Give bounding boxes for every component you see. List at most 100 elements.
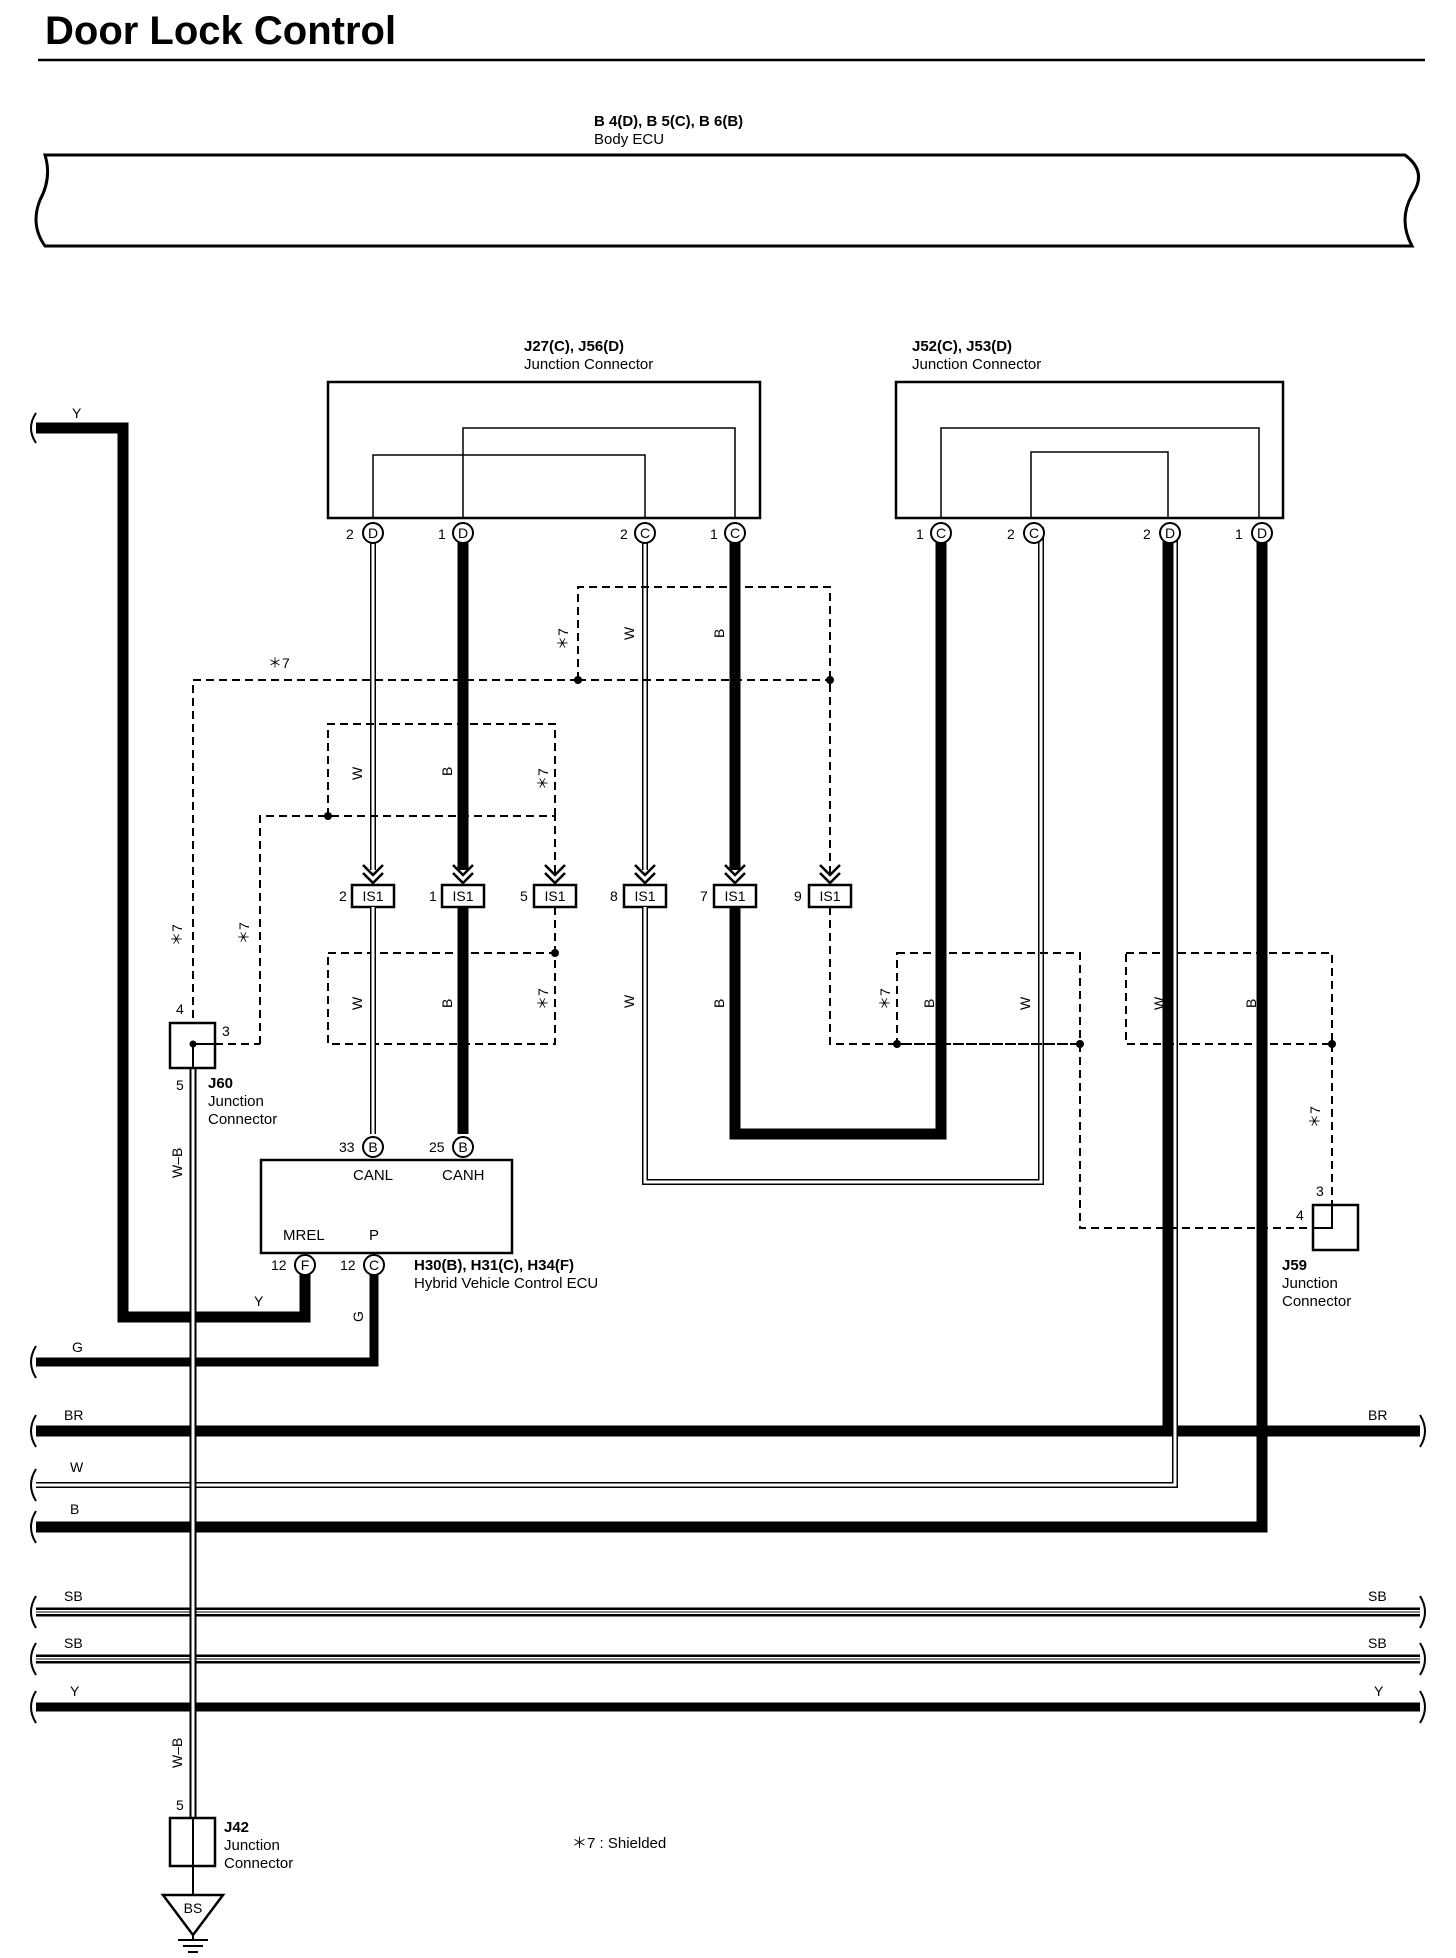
j42-code: J42 <box>224 1819 249 1836</box>
shield-line-j60-4 <box>192 679 578 1044</box>
svg-text:5: 5 <box>520 888 528 904</box>
splice-dot <box>324 812 332 820</box>
splice-dot <box>574 676 582 684</box>
svg-text:1: 1 <box>438 526 446 542</box>
hv-ecu-label-p: P <box>369 1227 379 1244</box>
shield-line-j60-3 <box>259 815 556 1044</box>
j59-pin-4: 4 <box>1296 1207 1304 1223</box>
break-mark <box>1419 1414 1426 1448</box>
svg-text:D: D <box>1165 525 1175 541</box>
is1-pin-9: IS1 9 <box>794 864 853 909</box>
jc2-name: Junction Connector <box>912 356 1041 373</box>
jc1-box <box>326 380 762 520</box>
shield-box-mid <box>896 952 1081 1045</box>
shield-box-lower-left <box>327 952 556 1045</box>
wire-sb-1-label-left: SB <box>64 1588 83 1604</box>
wire-b-label-shield: B <box>921 999 937 1008</box>
jc2-box <box>894 380 1285 520</box>
is1-row: IS1 2 IS1 1 IS1 5 IS1 8 IS1 7 <box>339 864 853 909</box>
j42-pin-5: 5 <box>176 1797 184 1813</box>
j60-internal <box>192 1043 215 1068</box>
shield-label-6: ＊7 <box>535 988 551 1010</box>
j59-pin-3: 3 <box>1316 1183 1324 1199</box>
svg-text:B: B <box>458 1139 467 1155</box>
wire-w-label-shield: W <box>1017 996 1033 1010</box>
svg-text:IS1: IS1 <box>544 888 565 904</box>
shield-label-7: ＊7 <box>877 988 893 1010</box>
j60-line2: Connector <box>208 1111 277 1128</box>
wire-b-label-right: B <box>1243 999 1259 1008</box>
ground-icon <box>178 1935 208 1953</box>
wire-y-bottom-label-left: Y <box>70 1683 80 1699</box>
svg-text:33: 33 <box>339 1139 355 1155</box>
break-mark <box>30 1595 37 1629</box>
is1-pin-1: IS1 1 <box>429 864 486 909</box>
wire-w-inner <box>36 527 1177 1487</box>
shield-label-8: ＊7 <box>1307 1106 1323 1128</box>
j59-line2: Connector <box>1282 1293 1351 1310</box>
jc1-name: Junction Connector <box>524 356 653 373</box>
splice-dot <box>1328 1040 1336 1048</box>
is1-pin-7: IS1 7 <box>700 864 758 909</box>
svg-text:1: 1 <box>1235 526 1243 542</box>
j60-pin-3: 3 <box>222 1023 230 1039</box>
body-ecu-name: Body ECU <box>594 131 664 148</box>
wire-w-label-is1-8: W <box>621 626 637 640</box>
wire-y-label: Y <box>72 405 82 421</box>
jc1-bridge-high <box>462 427 736 518</box>
break-mark <box>30 412 37 444</box>
wire-w-label-right: W <box>1151 996 1167 1010</box>
wire-br-label-right: BR <box>1368 1407 1387 1423</box>
wire-sb-2-label-left: SB <box>64 1635 83 1651</box>
svg-text:C: C <box>369 1257 379 1273</box>
break-mark <box>30 1345 37 1379</box>
shield-line-upper-right <box>577 586 831 878</box>
jc1-code: J27(C), J56(D) <box>524 338 624 355</box>
shield-label-5: ＊7 <box>169 924 185 946</box>
wire-g-vlabel: G <box>350 1311 366 1322</box>
svg-text:C: C <box>640 525 650 541</box>
hv-ecu-bottom-pins: 12 F 12 C <box>271 1254 385 1276</box>
svg-text:D: D <box>1257 525 1267 541</box>
svg-text:8: 8 <box>610 888 618 904</box>
hv-ecu-label-mrel: MREL <box>283 1227 325 1244</box>
wire-wb-label-2: W–B <box>169 1738 185 1768</box>
shield-label-3: ＊7 <box>535 768 551 790</box>
svg-text:2: 2 <box>346 526 354 542</box>
svg-text:F: F <box>301 1257 310 1273</box>
svg-text:12: 12 <box>271 1257 287 1273</box>
jc1-pins: 2 D 1 D 2 C 1 C <box>346 522 746 544</box>
splice-dot <box>826 676 834 684</box>
wire-b-label-loop: B <box>711 999 727 1008</box>
hv-ecu-name: Hybrid Vehicle Control ECU <box>414 1275 598 1292</box>
svg-text:D: D <box>458 525 468 541</box>
jc2-code: J52(C), J53(D) <box>912 338 1012 355</box>
j60-code: J60 <box>208 1075 233 1092</box>
body-ecu-bar <box>34 153 1421 248</box>
ground-label: BS <box>184 1900 203 1916</box>
body-ecu-code: B 4(D), B 5(C), B 6(B) <box>594 113 743 130</box>
shield-label-1: ＊7 <box>268 655 290 671</box>
j60-pin-4: 4 <box>176 1001 184 1017</box>
svg-text:2: 2 <box>620 526 628 542</box>
svg-text:2: 2 <box>1143 526 1151 542</box>
wire-y-bottom-label-right: Y <box>1374 1683 1384 1699</box>
hv-ecu-top-pins: 33 B 25 B <box>339 1136 474 1158</box>
svg-text:IS1: IS1 <box>724 888 745 904</box>
jc1-bridge-low <box>372 454 646 518</box>
wire-b-label-lower: B <box>439 999 455 1008</box>
wire-b-label: B <box>70 1501 79 1517</box>
svg-text:12: 12 <box>340 1257 356 1273</box>
j59-code: J59 <box>1282 1257 1307 1274</box>
shield-box-right <box>1125 952 1333 1045</box>
break-mark <box>30 1468 37 1502</box>
svg-text:2: 2 <box>1007 526 1015 542</box>
svg-text:1: 1 <box>710 526 718 542</box>
svg-text:C: C <box>1029 525 1039 541</box>
wire-b <box>36 527 1268 1533</box>
wire-w-label-is1-2: W <box>349 766 365 780</box>
wire-b-label-is1-1: B <box>439 767 455 776</box>
svg-text:9: 9 <box>794 888 802 904</box>
is1-pin-5: IS1 5 <box>520 864 578 909</box>
